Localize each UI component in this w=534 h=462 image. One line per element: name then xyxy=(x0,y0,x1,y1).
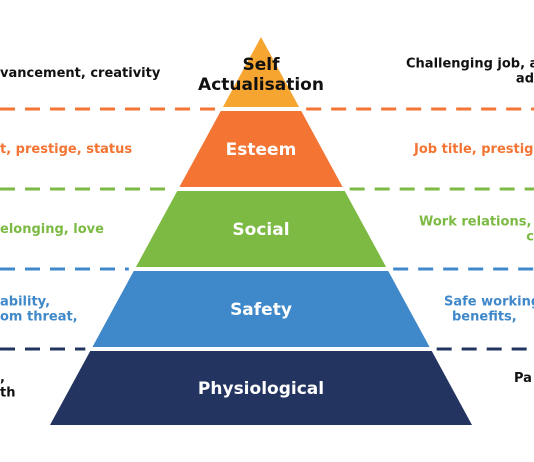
tier-safety xyxy=(92,271,430,347)
tier-safety-left-text: ability, xyxy=(0,295,50,310)
tier-social xyxy=(135,191,387,267)
tier-self_actualisation-label: Self xyxy=(243,55,281,75)
tier-safety-left-text: om threat, xyxy=(0,310,78,325)
tier-social-left-text: elonging, love xyxy=(0,222,104,237)
tier-esteem-right-text: Job title, prestige xyxy=(413,142,534,157)
tier-self_actualisation xyxy=(222,37,300,107)
tier-self_actualisation-left-text: vancement, creativity xyxy=(0,66,161,81)
tier-safety-label: Safety xyxy=(230,300,292,320)
tier-esteem-label: Esteem xyxy=(226,140,297,160)
tier-social-label: Social xyxy=(232,220,289,240)
tier-social-right-text: c xyxy=(526,230,534,245)
tier-self_actualisation-right-text: ad xyxy=(516,72,534,87)
tier-safety-right-text: Safe working xyxy=(444,295,534,310)
tier-self_actualisation-label: Actualisation xyxy=(198,75,324,95)
tier-physiological xyxy=(50,351,472,425)
tier-social-right-text: Work relations, p xyxy=(419,215,534,230)
tier-physiological-left-text: th xyxy=(0,386,15,401)
tier-physiological-right-text: Pa xyxy=(514,371,532,386)
tier-safety-right-text: benefits, xyxy=(452,310,517,325)
tier-esteem xyxy=(179,111,343,187)
tier-physiological-left-text: , xyxy=(0,371,5,386)
tier-esteem-left-text: t, prestige, status xyxy=(0,142,132,157)
tier-self_actualisation-right-text: Challenging job, ad xyxy=(406,57,534,72)
tier-physiological-label: Physiological xyxy=(198,379,324,399)
